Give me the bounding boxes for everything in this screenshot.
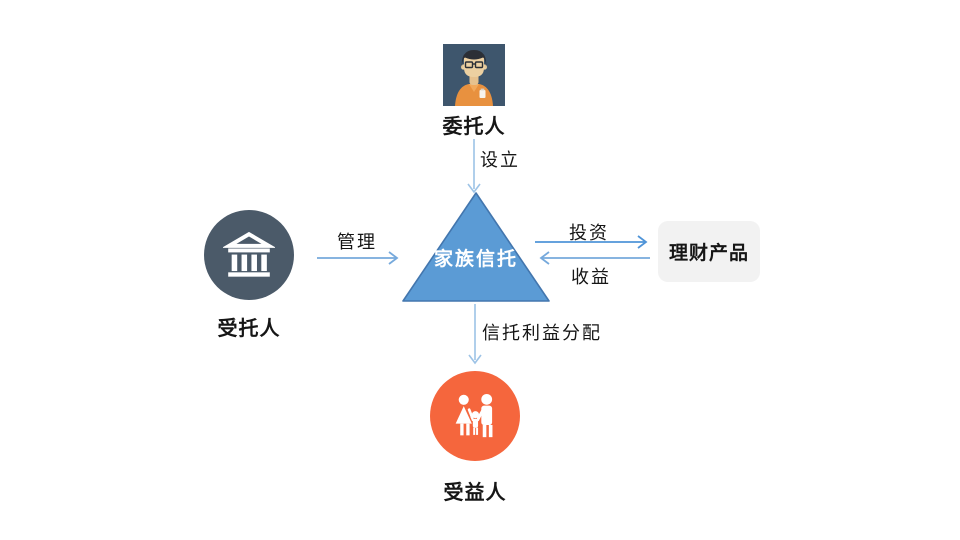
triangle-shape bbox=[402, 192, 550, 302]
manage-arrow-label: 管理 bbox=[337, 232, 377, 252]
establish-arrow-label: 设立 bbox=[480, 150, 520, 170]
trustee-label: 受托人 bbox=[217, 318, 281, 340]
man-avatar-icon bbox=[443, 44, 505, 106]
distribute-arrow-label: 信托利益分配 bbox=[482, 323, 602, 343]
settlor-label: 委托人 bbox=[442, 116, 506, 138]
products-node: 理财产品 bbox=[658, 221, 760, 282]
trust-label: 家族信托 bbox=[433, 249, 518, 270]
family-icon bbox=[455, 393, 493, 438]
beneficiary-label: 受益人 bbox=[443, 482, 507, 504]
beneficiary-node bbox=[430, 371, 520, 461]
establish-arrow bbox=[467, 139, 481, 194]
settlor-avatar bbox=[443, 44, 505, 106]
trustee-node bbox=[204, 210, 294, 300]
returns-arrow-label: 收益 bbox=[571, 267, 611, 287]
distribute-arrow bbox=[468, 304, 482, 365]
bank-icon bbox=[223, 231, 275, 277]
trust-triangle bbox=[396, 189, 556, 307]
invest-arrow-label: 投资 bbox=[569, 223, 609, 243]
